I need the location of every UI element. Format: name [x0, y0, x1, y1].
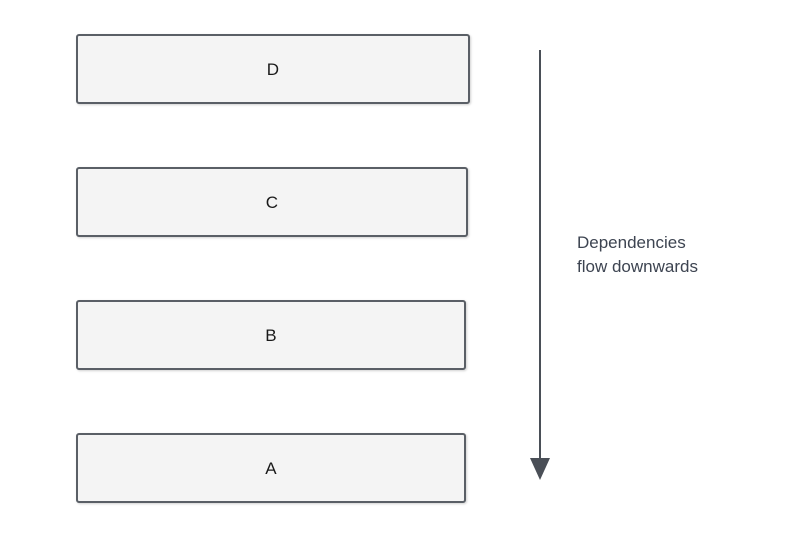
flow-annotation-line-1: Dependencies	[577, 233, 686, 252]
layer-box-b[interactable]: B	[76, 300, 466, 370]
layer-box-d[interactable]: D	[76, 34, 470, 104]
flow-annotation-line-2: flow downwards	[577, 257, 698, 276]
layer-box-c[interactable]: C	[76, 167, 468, 237]
layer-label-b: B	[265, 325, 277, 345]
layer-label-d: D	[266, 59, 280, 79]
arrow-head	[530, 458, 550, 480]
layer-label-c: C	[265, 192, 279, 212]
dependency-flow-arrow-icon	[530, 50, 550, 480]
layer-box-a[interactable]: A	[76, 433, 466, 503]
flow-annotation: Dependencies flow downwards	[577, 231, 777, 279]
layer-label-a: A	[265, 458, 277, 478]
